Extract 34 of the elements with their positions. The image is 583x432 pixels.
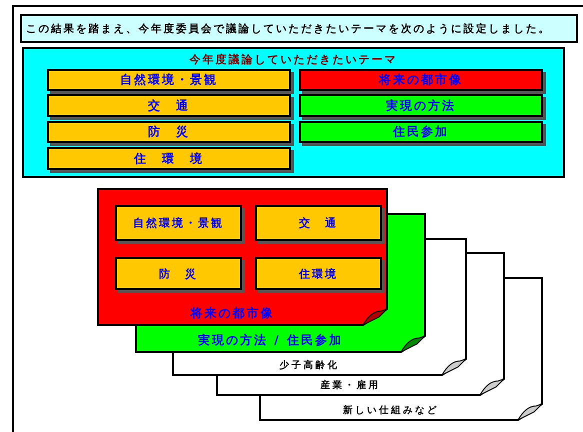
theme-label: 住環境 [298,266,339,281]
theme-label: 自然環境・景観 [132,216,225,230]
theme-label: 実現の方法 [385,97,457,114]
theme-box [47,147,291,170]
theme-label: 将来の都市像 [378,72,464,88]
intro-text: この結果を踏まえ、今年度委員会で議論していただきたいテーマを次のように設定しました。 [26,22,552,36]
theme-box [115,205,242,241]
theme-label: 交 通 [147,97,191,114]
panel-title: 今年度議論していただきたいテーマ [188,52,398,67]
theme-box [47,121,291,143]
theme-panel [22,47,565,178]
theme-label: 住民参加 [392,124,450,140]
theme-box [299,69,543,91]
theme-box [47,69,291,91]
theme-box [115,257,242,290]
page-title: 実現の方法 / 住民参加 [197,332,344,349]
page-title: 将来の都市像 [189,305,276,322]
theme-label: 防 災 [147,124,191,140]
stacked-page [172,353,467,376]
theme-box [47,94,291,117]
stacked-page [216,376,505,396]
stacked-page [259,396,543,421]
page-title: 産業・雇用 [320,379,382,392]
header-box [20,14,578,43]
theme-box [299,94,543,117]
theme-label: 自然環境・景観 [119,72,219,88]
page-title: 少子高齢化 [278,359,340,372]
theme-label: 住 環 境 [132,150,205,167]
theme-label: 防 災 [158,266,199,281]
theme-box [255,257,382,290]
page-title: 新しい仕組みなど [342,404,440,417]
theme-box [299,121,543,143]
theme-label: 交 通 [298,216,339,230]
theme-box [255,205,382,241]
